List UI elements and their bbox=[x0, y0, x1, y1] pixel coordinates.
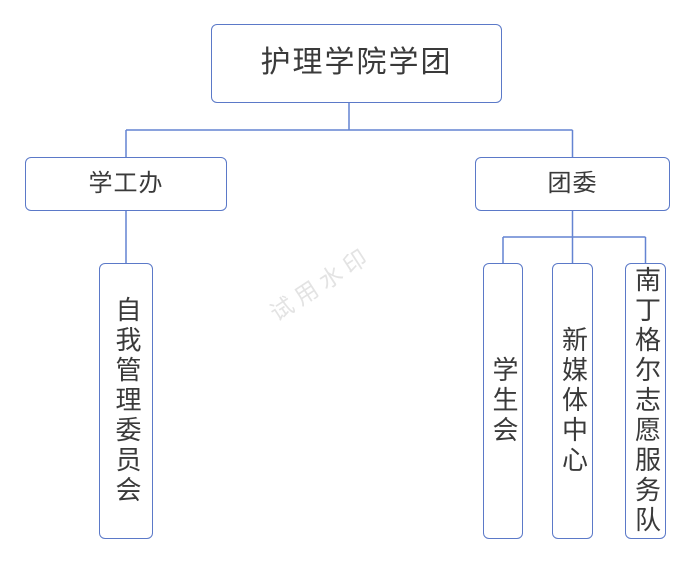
node-nightingale-volunteer-team[interactable]: 南丁格尔志愿服务队 bbox=[625, 263, 666, 539]
node-self-management-committee[interactable]: 自我管理委员会 bbox=[99, 263, 153, 539]
node-youth-league-committee-label: 团委 bbox=[547, 170, 598, 198]
node-self-management-committee-label: 自我管理委员会 bbox=[111, 296, 142, 506]
node-root[interactable]: 护理学院学团 bbox=[211, 24, 502, 103]
node-nightingale-volunteer-team-label: 南丁格尔志愿服务队 bbox=[631, 266, 662, 536]
connector-path bbox=[125, 103, 647, 263]
node-new-media-center[interactable]: 新媒体中心 bbox=[552, 263, 593, 539]
node-student-affairs-office[interactable]: 学工办 bbox=[25, 157, 227, 211]
node-student-affairs-office-label: 学工办 bbox=[88, 170, 164, 198]
node-student-union[interactable]: 学生会 bbox=[483, 263, 523, 539]
node-new-media-center-label: 新媒体中心 bbox=[558, 326, 589, 476]
node-root-label: 护理学院学团 bbox=[260, 46, 453, 80]
node-student-union-label: 学生会 bbox=[488, 356, 519, 446]
node-youth-league-committee[interactable]: 团委 bbox=[475, 157, 670, 211]
